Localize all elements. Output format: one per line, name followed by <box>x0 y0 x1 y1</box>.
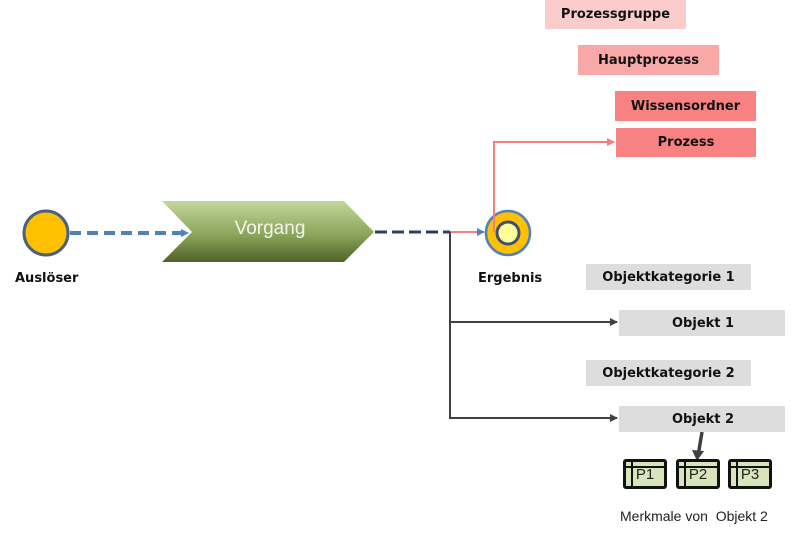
result-event-inner <box>495 220 521 246</box>
trigger-event[interactable] <box>22 209 70 257</box>
process-box[interactable]: Prozess <box>616 128 756 157</box>
activity-chevron[interactable] <box>162 201 374 262</box>
property-label: P2 <box>688 465 708 483</box>
property-tile[interactable]: P2 <box>676 459 720 489</box>
object-1[interactable]: Objekt 1 <box>619 310 785 336</box>
trigger-label: Auslöser <box>15 271 79 286</box>
legend-main-process[interactable]: Hauptprozess <box>578 45 719 75</box>
property-tile[interactable]: P3 <box>728 459 772 489</box>
property-label: P1 <box>635 465 655 483</box>
object2-property-arrowhead <box>692 450 704 461</box>
object-category-1[interactable]: Objektkategorie 1 <box>586 264 751 290</box>
property-label: P3 <box>740 465 760 483</box>
legend-knowledge-folder[interactable]: Wissensordner <box>615 91 756 121</box>
object-category-2[interactable]: Objektkategorie 2 <box>586 360 751 386</box>
object2-connector <box>449 322 618 422</box>
property-tile[interactable]: P1 <box>623 459 667 489</box>
object-2[interactable]: Objekt 2 <box>619 406 785 432</box>
properties-caption: Merkmale von Objekt 2 <box>620 508 768 524</box>
legend-process-group[interactable]: Prozessgruppe <box>545 0 686 29</box>
result-label: Ergebnis <box>478 271 543 286</box>
activity-label: Vorgang <box>234 218 306 239</box>
